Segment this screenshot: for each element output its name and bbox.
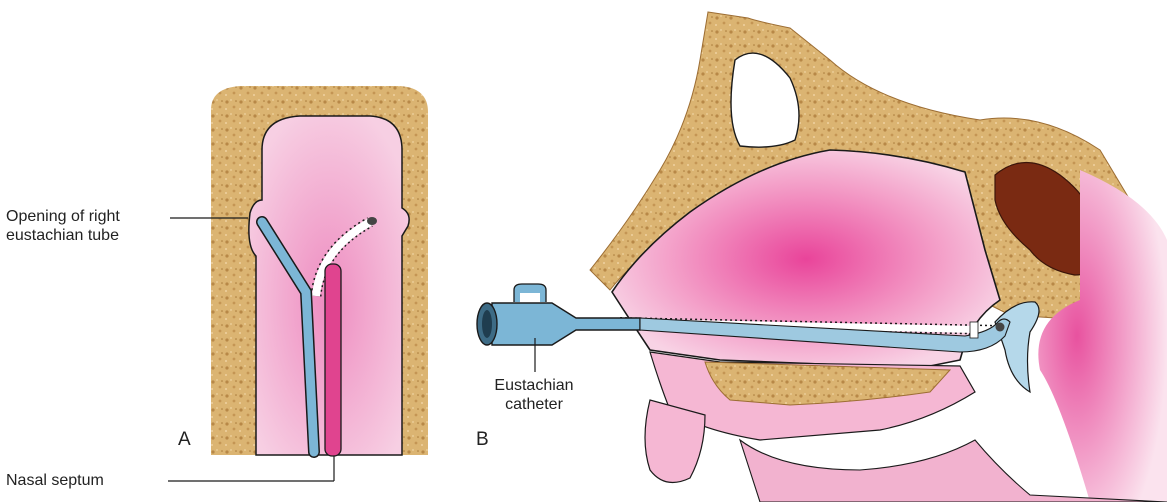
panel-label-b: B (476, 429, 489, 451)
lip-b (645, 400, 705, 483)
label-opening-eustachian-tube: Opening of right eustachian tube (6, 207, 120, 245)
label-opening-line2: eustachian tube (6, 226, 120, 245)
catheter-tip (996, 323, 1005, 332)
torus-tubarius-b (995, 302, 1039, 392)
catheter-body (492, 303, 640, 345)
panel-a-illustration (211, 86, 428, 456)
nasal-septum-a (325, 264, 341, 456)
label-eustachian-catheter: Eustachian catheter (484, 376, 584, 414)
label-opening-line1: Opening of right (6, 207, 120, 226)
panel-label-a: A (178, 429, 191, 451)
panel-b-illustration (590, 12, 1167, 502)
tube-opening-a (367, 217, 377, 225)
label-nasal-septum: Nasal septum (6, 471, 104, 490)
label-catheter-line2: catheter (484, 395, 584, 414)
label-catheter-line1: Eustachian (484, 376, 584, 395)
